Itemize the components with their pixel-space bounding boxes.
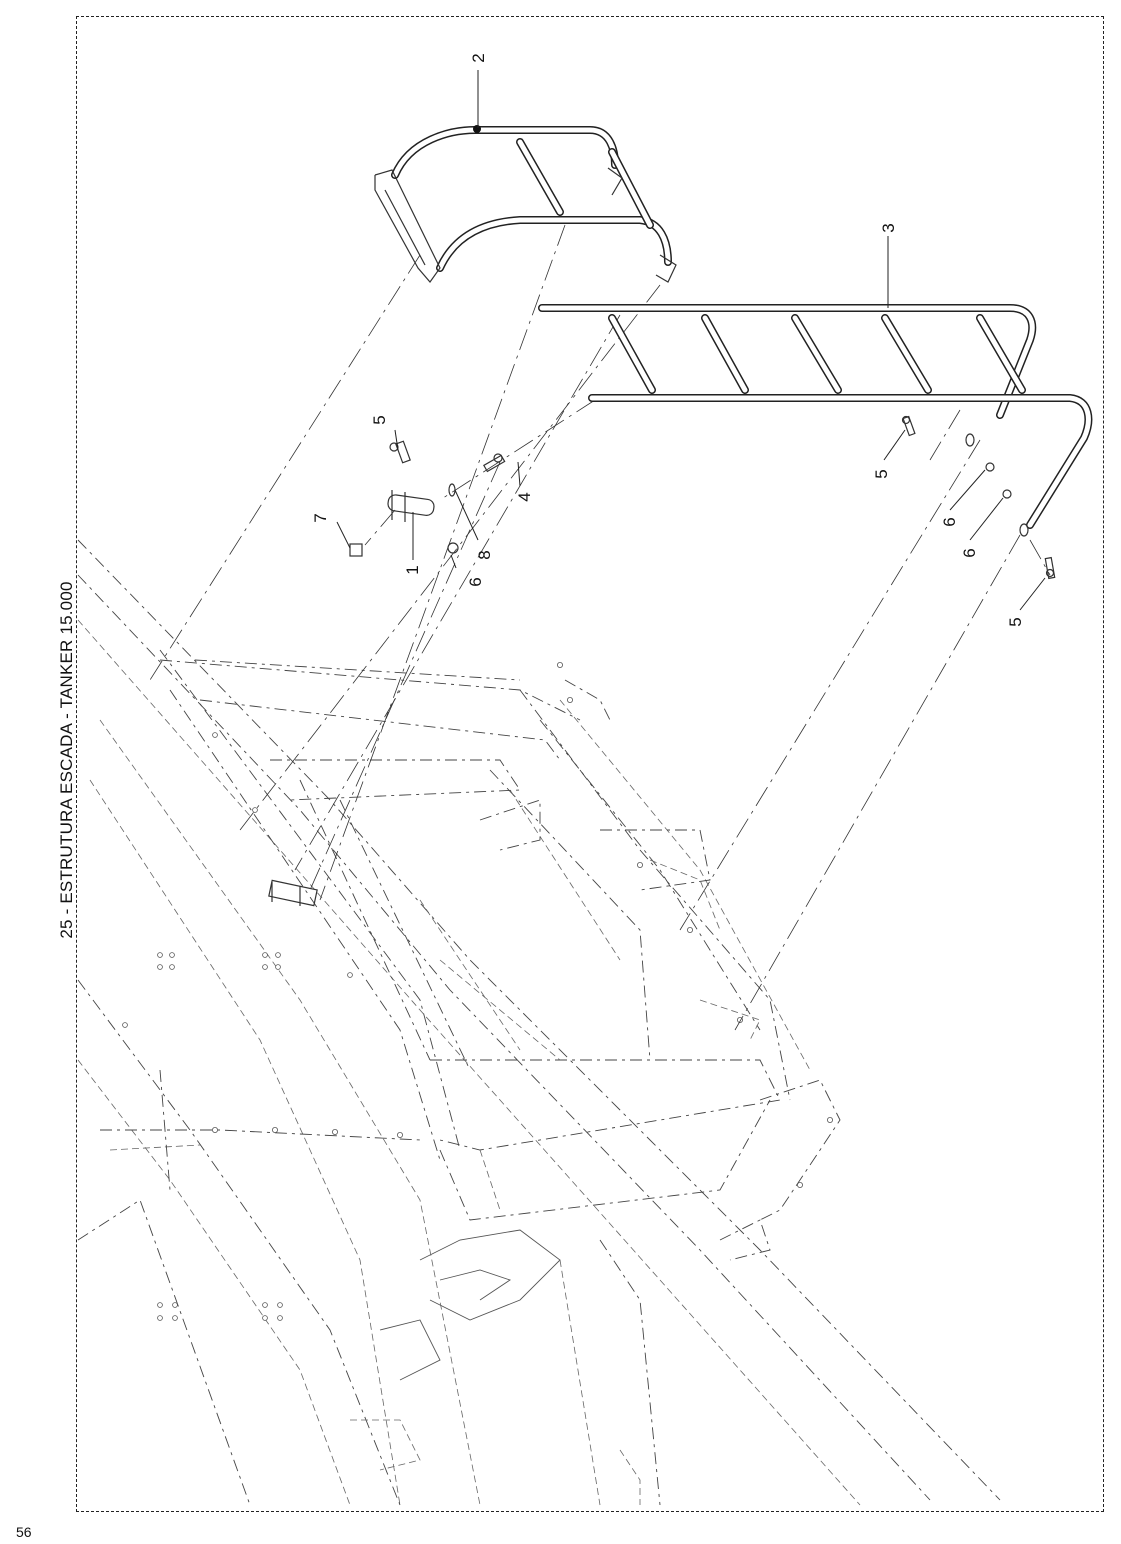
callout-3: 3	[879, 223, 898, 233]
part-3-lower-handrail	[538, 304, 1093, 537]
part-6-nuts	[447, 462, 1012, 554]
callout-4: 4	[515, 492, 534, 502]
part-7-spacer	[349, 543, 363, 557]
callout-7: 7	[311, 513, 330, 523]
part-5-bolts	[389, 415, 1056, 580]
callout-6-rail-nut-a: 6	[940, 517, 959, 527]
callout-5-rail-end-bolt: 5	[1006, 617, 1025, 627]
callout-5-bracket-bolt: 5	[370, 415, 389, 425]
part-1-bracket	[387, 490, 435, 560]
part-2-upper-handrail	[374, 125, 677, 283]
assembly-guide-lines	[149, 224, 1051, 1031]
callout-8: 8	[475, 550, 494, 560]
chassis-mounting-bracket	[268, 879, 318, 907]
page-number: 56	[16, 1524, 32, 1540]
callout-leaders	[336, 70, 1046, 611]
callout-6-rail-nut-b: 6	[960, 548, 979, 558]
chassis-frame	[77, 539, 1001, 1506]
part-8-washer	[448, 483, 456, 497]
callout-5-rail-bolt: 5	[872, 469, 891, 479]
callout-2: 2	[469, 53, 488, 63]
part-4-bolt	[483, 453, 506, 473]
callout-6-bracket-nut: 6	[466, 577, 485, 587]
callout-1: 1	[403, 565, 422, 575]
drawing-border	[76, 16, 1104, 1512]
